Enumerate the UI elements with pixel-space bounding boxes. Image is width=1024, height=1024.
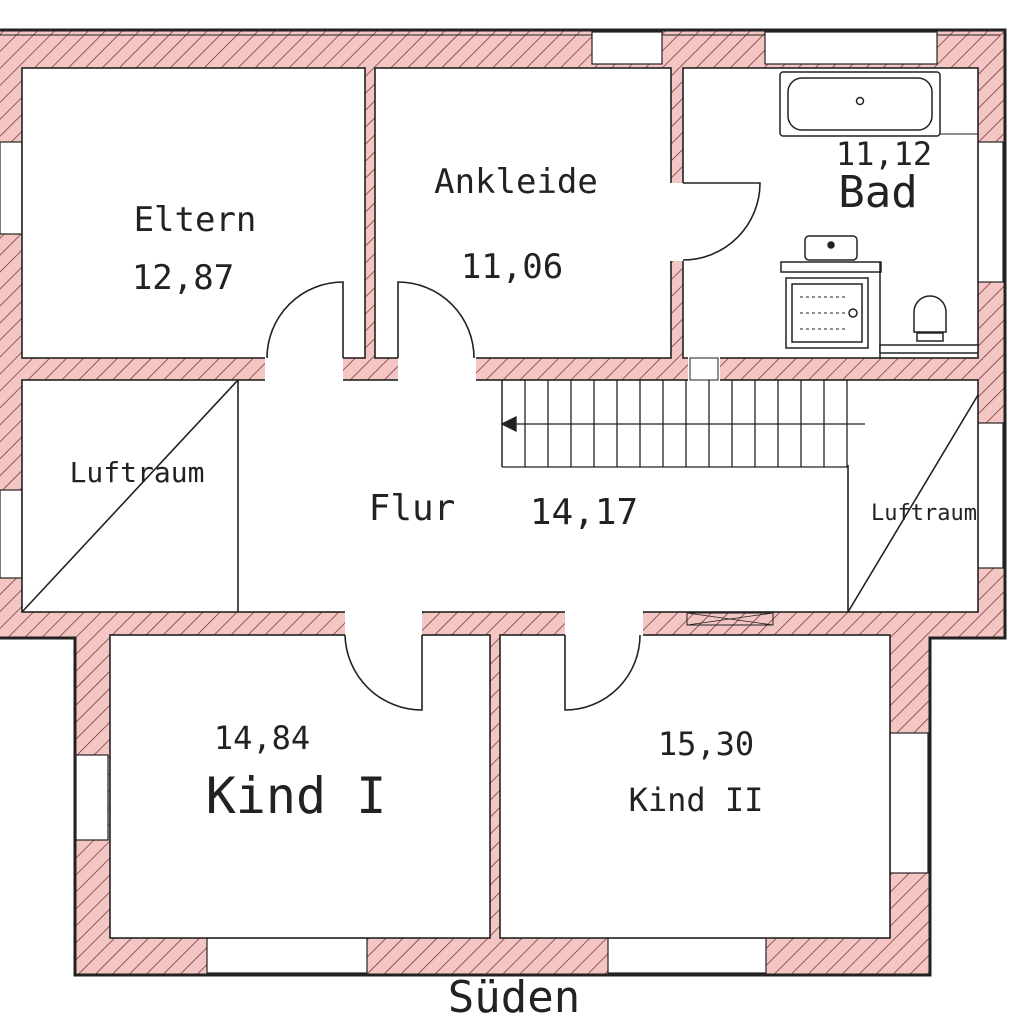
window-kind2-east bbox=[889, 732, 929, 874]
stair-arrow-head bbox=[500, 415, 517, 433]
label-bad-area: 11,12 bbox=[836, 135, 932, 173]
bathroom-fixtures bbox=[779, 71, 979, 358]
windows bbox=[0, 31, 1004, 974]
window-east-1 bbox=[977, 141, 1004, 283]
label-luftraum-east: Luftraum bbox=[871, 501, 977, 526]
door-ankleide bbox=[397, 281, 475, 359]
room-flur bbox=[21, 379, 979, 613]
label-kind2-area: 15,30 bbox=[658, 725, 754, 763]
room-eltern bbox=[21, 67, 366, 359]
compass-south-label: Süden bbox=[448, 972, 580, 1023]
door-openings bbox=[265, 183, 720, 638]
window-east-2 bbox=[977, 422, 1004, 569]
label-luftraum-west: Luftraum bbox=[70, 456, 205, 489]
window-west-2 bbox=[0, 489, 23, 579]
door-eltern bbox=[266, 281, 344, 359]
label-ankleide-name: Ankleide bbox=[434, 162, 598, 202]
window-west-1 bbox=[0, 141, 23, 235]
door-kind2 bbox=[564, 634, 641, 711]
label-flur-name: Flur bbox=[369, 488, 456, 529]
window-kind1-west bbox=[75, 754, 109, 841]
window-south-2 bbox=[607, 937, 767, 974]
rooms bbox=[21, 67, 979, 939]
label-bad-name: Bad bbox=[838, 167, 917, 218]
door-kind1 bbox=[344, 634, 423, 711]
door-swings bbox=[266, 182, 774, 711]
voids bbox=[21, 379, 979, 613]
label-eltern-area: 12,87 bbox=[132, 258, 234, 298]
window-south-1 bbox=[206, 937, 368, 974]
window-north-1 bbox=[591, 31, 663, 65]
staircase bbox=[500, 380, 865, 468]
label-kind2-name: Kind II bbox=[629, 781, 764, 819]
label-eltern-name: Eltern bbox=[134, 200, 257, 240]
label-kind1-area: 14,84 bbox=[214, 719, 310, 757]
room-labels: Eltern 12,87 Ankleide 11,06 11,12 Bad Fl… bbox=[70, 135, 977, 1023]
label-ankleide-area: 11,06 bbox=[461, 247, 563, 287]
room-kind1 bbox=[109, 634, 491, 939]
label-flur-area: 14,17 bbox=[530, 492, 638, 533]
door-bad bbox=[682, 182, 761, 261]
room-ankleide bbox=[374, 67, 672, 359]
window-north-2 bbox=[764, 31, 938, 65]
label-kind1-name: Kind I bbox=[206, 767, 387, 825]
toilet-icon bbox=[913, 295, 947, 333]
